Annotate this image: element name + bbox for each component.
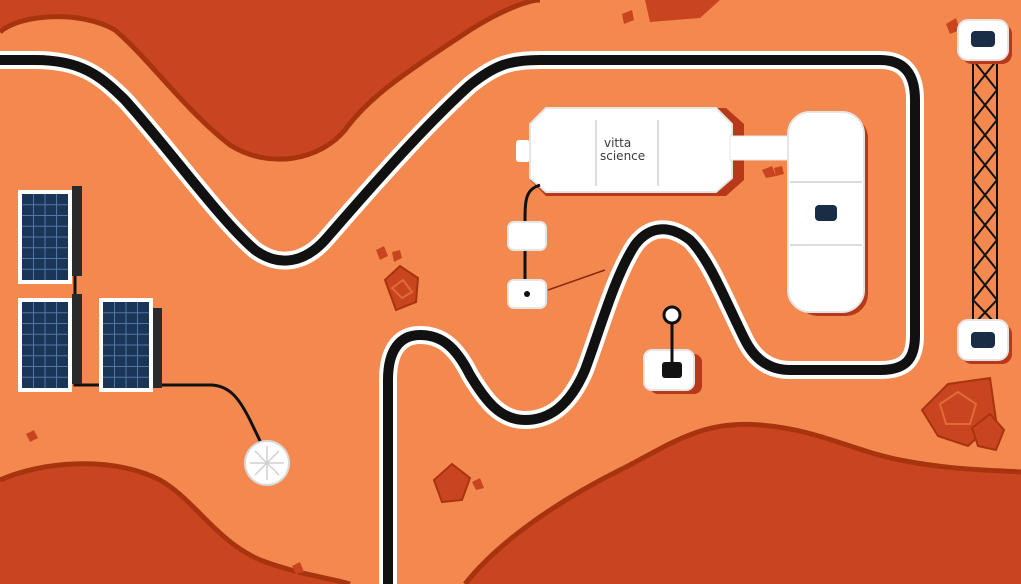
lab-window-icon — [815, 205, 837, 221]
rock-icon — [762, 166, 776, 178]
terrain-bottom-left-edge — [0, 461, 351, 584]
rock-icon — [472, 478, 484, 490]
rock-icon — [946, 18, 960, 34]
track-line-main — [0, 55, 920, 584]
solar-array — [18, 186, 162, 392]
rock-icon — [774, 166, 784, 176]
rock-icon — [938, 390, 978, 425]
habitat-module: vitta science — [516, 107, 744, 196]
lab-module — [787, 111, 868, 316]
rock-icon — [390, 278, 414, 300]
beacon-window-icon — [662, 362, 682, 378]
solar-panel-icon — [18, 186, 82, 284]
solar-panel-icon — [99, 298, 162, 392]
sensor-box — [507, 221, 547, 251]
terrain-bottom-right — [465, 424, 1021, 584]
logo-line2: science — [600, 149, 645, 163]
terrain-bottom-left — [0, 463, 350, 584]
beacon-top — [662, 305, 682, 325]
rock-icon — [432, 462, 472, 504]
radio-tower-icon — [957, 19, 1012, 364]
beacon — [643, 305, 702, 394]
rock-icon — [292, 562, 304, 574]
solar-panel-icon — [18, 294, 82, 392]
logo-line1: vitta — [604, 136, 631, 150]
module-nozzle — [516, 140, 530, 162]
rock-icon — [383, 264, 420, 312]
rover-track — [0, 51, 924, 584]
satellite-dish-icon — [244, 440, 290, 486]
terrain-bottom-right-edge — [463, 421, 1021, 584]
module-body — [529, 107, 733, 193]
terrain-top-left — [0, 0, 540, 160]
rocks — [26, 10, 1006, 574]
rock-icon — [392, 250, 402, 262]
terrain-top-right — [645, 0, 720, 22]
rock-icon — [26, 430, 38, 442]
rock-icon — [970, 412, 1006, 452]
rock-icon — [622, 10, 634, 24]
sensor-chain — [507, 183, 606, 309]
wire — [73, 200, 264, 446]
rock-icon — [376, 246, 388, 260]
terrain-top-left-edge — [0, 0, 541, 162]
